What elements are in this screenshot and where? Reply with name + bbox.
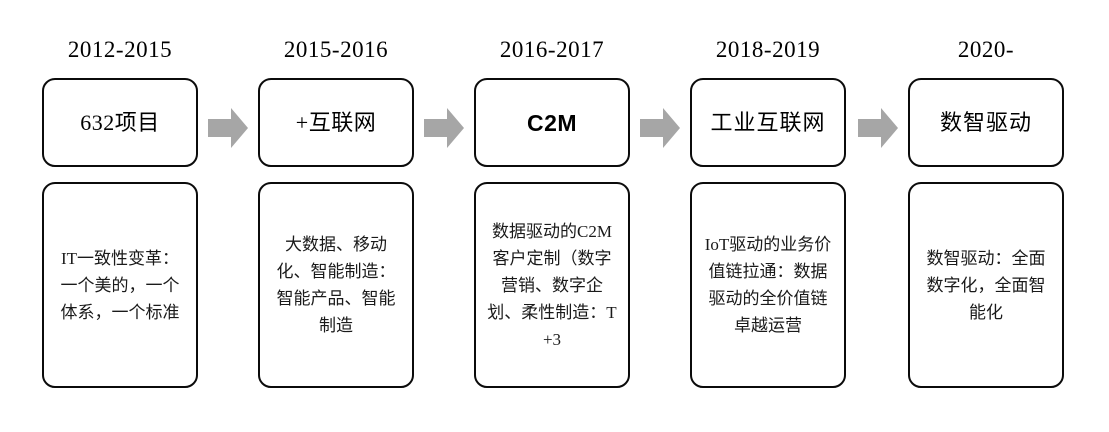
stage-year-label-1: 2012-2015 [67,37,173,62]
stage-detail-box-2[interactable]: 大数据、移动化、智能制造：智能产品、智能制造 [258,182,414,388]
stage-title-box-4[interactable]: 工业互联网 [690,78,846,167]
right-block-arrow-icon-3 [639,106,681,150]
stage-detail-box-5[interactable]: 数智驱动：全面数字化，全面智能化 [908,182,1064,388]
stage-title-label-5: 数智驱动 [939,109,1032,135]
stage-title-label-1: 632项目 [80,109,160,135]
stage-year-label-5: 2020- [957,37,1015,62]
stage-column-1: 2012-2015 632项目 IT一致性变革：一个美的，一个体系，一个标准 [42,0,198,432]
stage-column-5: 2020- 数智驱动 数智驱动：全面数字化，全面智能化 [908,0,1064,432]
stage-detail-box-1[interactable]: IT一致性变革：一个美的，一个体系，一个标准 [42,182,198,388]
stage-detail-label-5: 数智驱动：全面数字化，全面智能化 [926,248,1046,322]
stage-detail-label-4: IoT驱动的业务价值链拉通：数据驱动的全价值链卓越运营 [704,235,832,335]
stage-column-4: 2018-2019 工业互联网 IoT驱动的业务价值链拉通：数据驱动的全价值链卓… [690,0,846,432]
stage-title-box-2[interactable]: +互联网 [258,78,414,167]
right-block-arrow-icon-1 [207,106,249,150]
stage-detail-label-2: 大数据、移动化、智能制造：智能产品、智能制造 [276,235,396,335]
stage-detail-label-1: IT一致性变革：一个美的，一个体系，一个标准 [60,248,180,322]
right-block-arrow-icon-4 [857,106,899,150]
stage-title-label-4: 工业互联网 [710,109,826,135]
stage-year-label-2: 2015-2016 [283,37,389,62]
stage-title-box-5[interactable]: 数智驱动 [908,78,1064,167]
stage-title-box-3[interactable]: C2M [474,78,630,167]
stage-detail-box-3[interactable]: 数据驱动的C2M客户定制（数字营销、数字企划、柔性制造：T+3 [474,182,630,388]
stage-year-label-3: 2016-2017 [499,37,605,62]
stage-detail-box-4[interactable]: IoT驱动的业务价值链拉通：数据驱动的全价值链卓越运营 [690,182,846,388]
stage-column-3: 2016-2017 C2M 数据驱动的C2M客户定制（数字营销、数字企划、柔性制… [474,0,630,432]
stage-title-label-2: +互联网 [295,109,377,135]
stage-title-label-3: C2M [526,109,578,136]
stage-year-label-4: 2018-2019 [715,37,821,62]
stage-detail-label-3: 数据驱动的C2M客户定制（数字营销、数字企划、柔性制造：T+3 [487,221,617,349]
stage-column-2: 2015-2016 +互联网 大数据、移动化、智能制造：智能产品、智能制造 [258,0,414,432]
stage-title-box-1[interactable]: 632项目 [42,78,198,167]
right-block-arrow-icon-2 [423,106,465,150]
